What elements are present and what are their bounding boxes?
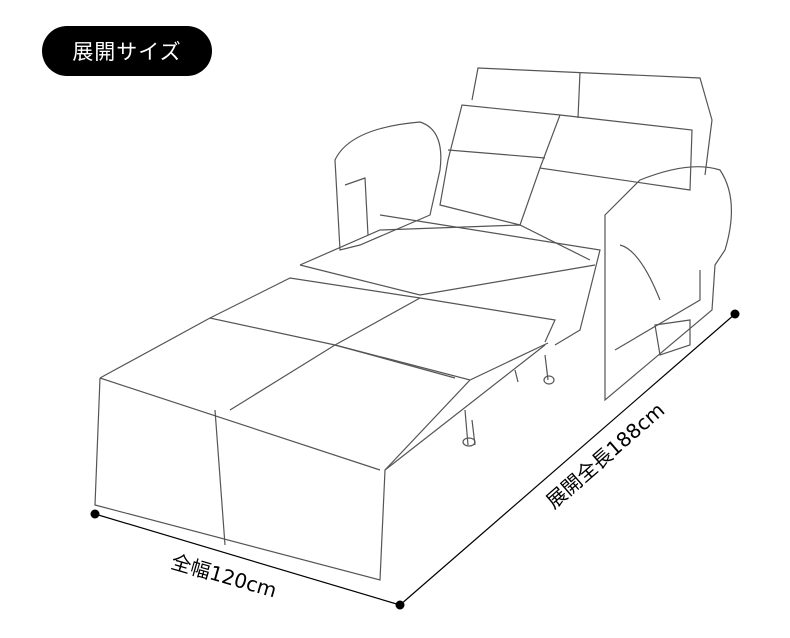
dimension-endpoints (90, 309, 740, 610)
endpoint-dot (730, 309, 740, 319)
width-dimension-line (94, 513, 401, 606)
sofa-outline (94, 67, 732, 581)
dimension-lines (94, 313, 736, 606)
section-badge: 展開サイズ (42, 26, 212, 76)
badge-label: 展開サイズ (72, 40, 182, 64)
endpoint-dot (90, 509, 100, 519)
length-dimension-line (399, 313, 736, 606)
endpoint-dot (395, 600, 405, 610)
